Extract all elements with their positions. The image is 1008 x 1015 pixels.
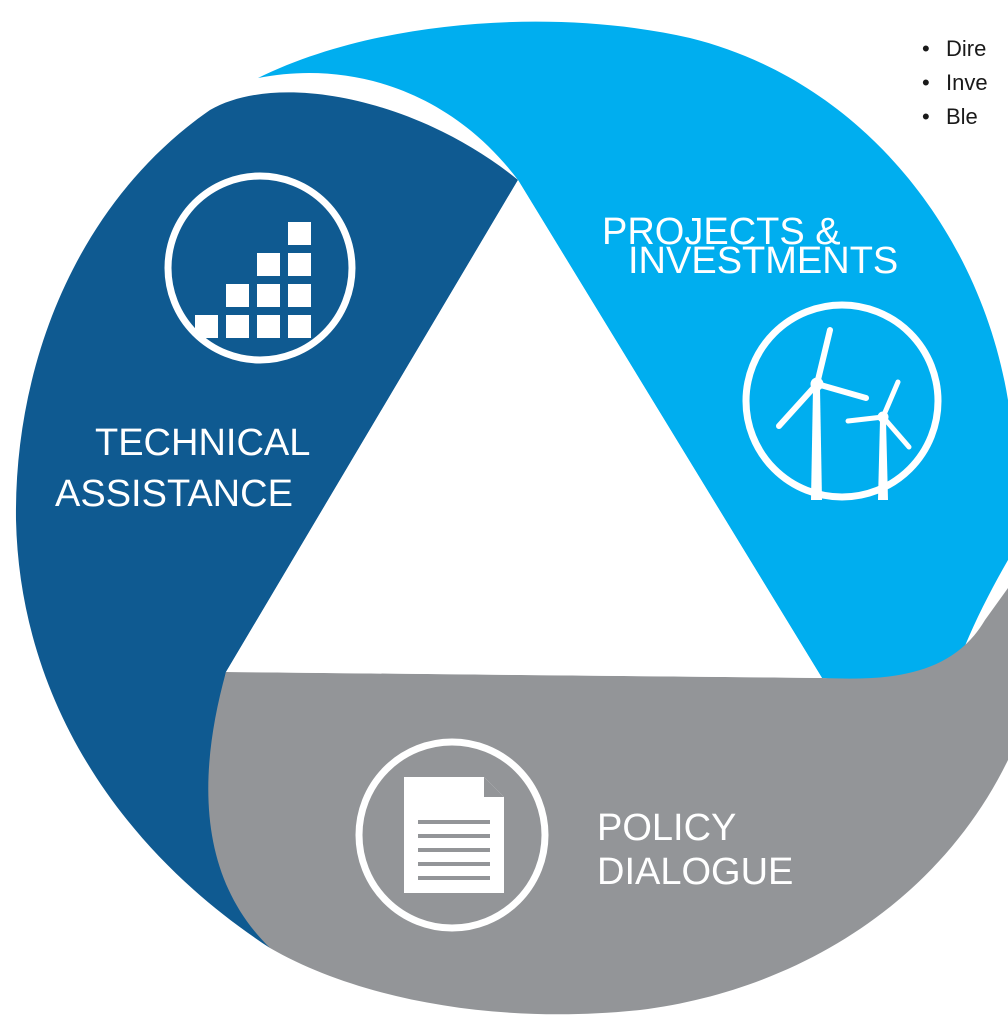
label-projects-investments: PROJECTS & INVESTMENTS bbox=[602, 211, 898, 282]
label-policy-dialogue: POLICY DIALOGUE bbox=[597, 807, 793, 893]
document-icon bbox=[355, 738, 549, 932]
segment-policy-dialogue bbox=[208, 588, 1008, 1015]
center-triangle bbox=[226, 180, 822, 678]
bar-chart-steps-icon bbox=[164, 172, 356, 364]
wind-turbine-icon bbox=[742, 301, 942, 501]
bullet-dot: • bbox=[922, 36, 930, 61]
label-projects-line1: PROJECTS & bbox=[602, 211, 841, 253]
bullet-item: • Dire bbox=[922, 32, 988, 66]
segment-projects-investments bbox=[258, 21, 1008, 690]
bullet-list: • Dire • Inve • Ble bbox=[922, 32, 988, 134]
label-policy-line2: DIALOGUE bbox=[597, 851, 793, 893]
label-projects-line2: INVESTMENTS bbox=[628, 240, 898, 282]
bullet-item: • Ble bbox=[922, 100, 988, 134]
segment-technical-assistance bbox=[15, 92, 518, 948]
bullet-text: Ble bbox=[946, 104, 978, 129]
bullet-text: Dire bbox=[946, 36, 987, 61]
bullet-dot: • bbox=[922, 104, 930, 129]
label-technical-line1: TECHNICAL bbox=[95, 422, 310, 464]
bullet-dot: • bbox=[922, 70, 930, 95]
bullet-item: • Inve bbox=[922, 66, 988, 100]
label-technical-line2: ASSISTANCE bbox=[55, 473, 293, 515]
label-policy-line1: POLICY bbox=[597, 807, 736, 849]
bullet-text: Inve bbox=[946, 70, 988, 95]
label-technical-assistance: TECHNICAL ASSISTANCE bbox=[55, 422, 310, 515]
